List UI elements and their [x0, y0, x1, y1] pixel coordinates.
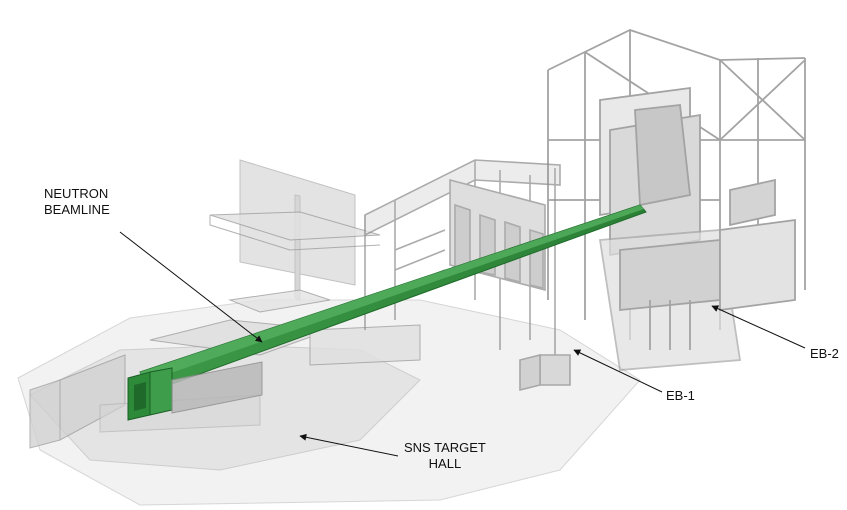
beamline-shielding-block — [127, 361, 263, 421]
label-eb1: EB-1 — [666, 388, 695, 403]
label-neutron-beamline: NEUTRON BEAMLINE — [44, 186, 110, 218]
leader-sns-target-hall — [299, 433, 399, 457]
eb2-structure — [547, 29, 806, 371]
leader-lines — [119, 231, 806, 457]
label-neutron-beamline-line1: NEUTRON — [44, 186, 109, 201]
sns-target-hall-floor — [17, 299, 641, 506]
label-sns-target-hall-line1: SNS TARGET — [404, 440, 486, 455]
leader-eb2 — [711, 305, 806, 349]
label-neutron-beamline-line2: BEAMLINE — [44, 202, 110, 217]
leader-eb1 — [573, 349, 663, 393]
label-sns-target-hall: SNS TARGET HALL — [404, 440, 486, 472]
catwalk-platforms — [149, 211, 421, 366]
label-sns-target-hall-line2: HALL — [428, 456, 462, 471]
leader-neutron-beamline — [119, 231, 263, 343]
label-eb2: EB-2 — [810, 346, 839, 361]
